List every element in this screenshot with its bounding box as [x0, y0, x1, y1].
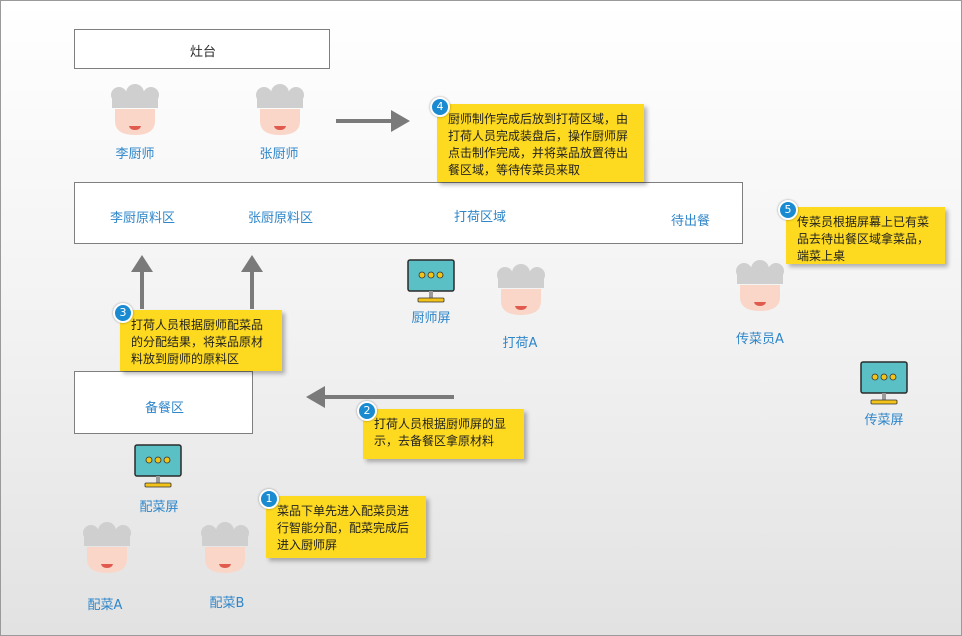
chef-screen-label: 厨师屏: [411, 311, 451, 326]
prep-area-box: 备餐区: [74, 371, 253, 434]
step-5-note: 传菜员根据屏幕上已有菜品去待出餐区域拿菜品，端菜上桌: [786, 207, 945, 264]
chef-dahe-a-label: 打荷A: [502, 336, 538, 351]
peicai-a-label: 配菜A: [87, 598, 123, 613]
prep-area-label: 备餐区: [144, 401, 184, 416]
peicai-b-icon: [197, 521, 253, 577]
runner-a-label: 传菜员A: [736, 332, 784, 347]
step-2-text: 打荷人员根据厨师屏的显示，去备餐区拿原材料: [374, 417, 507, 448]
runner-a-icon: [732, 259, 788, 315]
step-3-badge: 3: [113, 303, 133, 323]
runner-screen-label: 传菜屏: [864, 413, 904, 428]
zone-li-label: 李厨原料区: [110, 211, 176, 226]
step-2-badge: 2: [357, 401, 377, 421]
step-5-badge: 5: [778, 200, 798, 220]
chef-zhang-label: 张厨师: [259, 147, 299, 162]
step-3-text: 打荷人员根据厨师配菜品的分配结果，将菜品原材料放到厨师的原料区: [131, 318, 264, 366]
peicai-b-label: 配菜B: [209, 596, 245, 611]
step-2-note: 打荷人员根据厨师屏的显示，去备餐区拿原材料: [363, 409, 524, 459]
prep-screen-label: 配菜屏: [139, 500, 179, 515]
step-1-badge: 1: [259, 489, 279, 509]
step-5-text: 传菜员根据屏幕上已有菜品去待出餐区域拿菜品，端菜上桌: [797, 215, 930, 263]
zone-pickup-label: 待出餐: [671, 214, 711, 229]
chef-dahe-a-icon: [493, 263, 549, 319]
step-3-note: 打荷人员根据厨师配菜品的分配结果，将菜品原材料放到厨师的原料区: [120, 310, 282, 371]
work-area-box: [74, 182, 743, 244]
step-4-text: 厨师制作完成后放到打荷区域，由打荷人员完成装盘后，操作厨师屏点击制作完成，并将菜…: [448, 112, 629, 177]
step-4-note: 厨师制作完成后放到打荷区域，由打荷人员完成装盘后，操作厨师屏点击制作完成，并将菜…: [437, 104, 644, 182]
runner-screen-monitor-icon: [860, 361, 908, 407]
step-1-note: 菜品下单先进入配菜员进行智能分配，配菜完成后进入厨师屏: [266, 496, 426, 558]
stove-box: 灶台: [74, 29, 330, 69]
step-1-text: 菜品下单先进入配菜员进行智能分配，配菜完成后进入厨师屏: [277, 504, 410, 552]
chef-li-icon: [107, 83, 163, 139]
zone-zhang-label: 张厨原料区: [248, 211, 314, 226]
chef-li-label: 李厨师: [115, 147, 155, 162]
zone-dahe-label: 打荷区域: [454, 210, 507, 225]
stove-label: 灶台: [189, 45, 216, 60]
chef-screen-monitor-icon: [407, 259, 455, 305]
chef-zhang-icon: [252, 83, 308, 139]
peicai-a-icon: [79, 521, 135, 577]
step-4-badge: 4: [430, 97, 450, 117]
prep-screen-monitor-icon: [134, 444, 182, 490]
